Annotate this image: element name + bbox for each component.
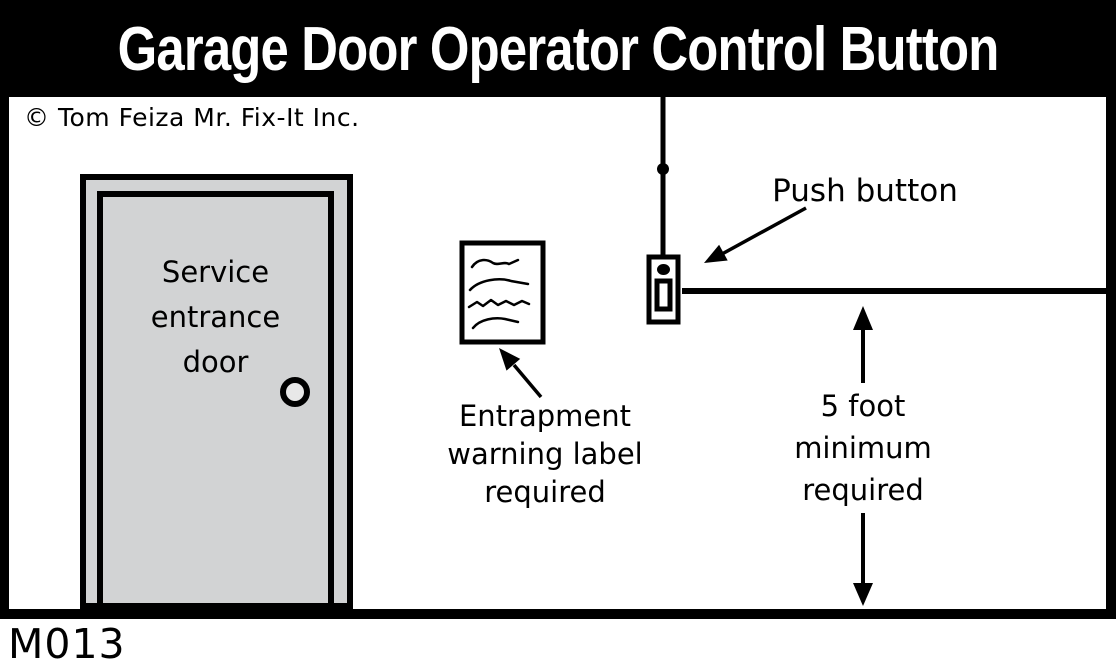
entrapment-label-line: warning label [447,437,643,471]
push-button-key [654,278,673,312]
door-label: Service entrance door [97,250,334,385]
door-knob [280,377,310,407]
height-label-line: 5 foot [820,389,906,423]
copyright-text: © Tom Feiza Mr. Fix-It Inc. [24,103,360,132]
diagram-title: Garage Door Operator Control Button [117,15,1000,84]
push-button-label: Push button [772,173,958,209]
figure-id: M013 [8,620,126,666]
entrapment-label-line: Entrapment [458,399,632,433]
warning-label-squiggle [470,258,520,269]
five-foot-minimum-label: 5 foot minimum required [763,385,963,511]
height-arrowhead-up [853,306,873,330]
door-label-line: Service [161,255,270,289]
push-button-light [657,264,670,275]
title-bar: Garage Door Operator Control Button [0,0,1116,97]
warning-label-squiggle [467,298,531,309]
height-label-line: minimum [794,431,932,465]
height-label-line: required [802,473,924,507]
entrapment-label-line: required [484,475,606,509]
entrapment-warning-label: Entrapment warning label required [445,397,645,511]
wire-junction-dot [657,163,669,175]
door-label-line: entrance [150,300,281,334]
entrapment-arrowhead [499,348,521,371]
push-button-arrowhead [704,244,728,263]
door-label-line: door [182,345,249,379]
height-arrowhead-down [853,583,873,606]
push-button-arrow-line [721,206,807,256]
warning-label-squiggle [468,278,530,292]
floor-line [0,609,1116,619]
warning-label-squiggle [471,317,520,330]
frame-border-right [1106,97,1116,619]
entrapment-arrow-line [512,363,543,399]
frame-border-left [0,97,9,619]
